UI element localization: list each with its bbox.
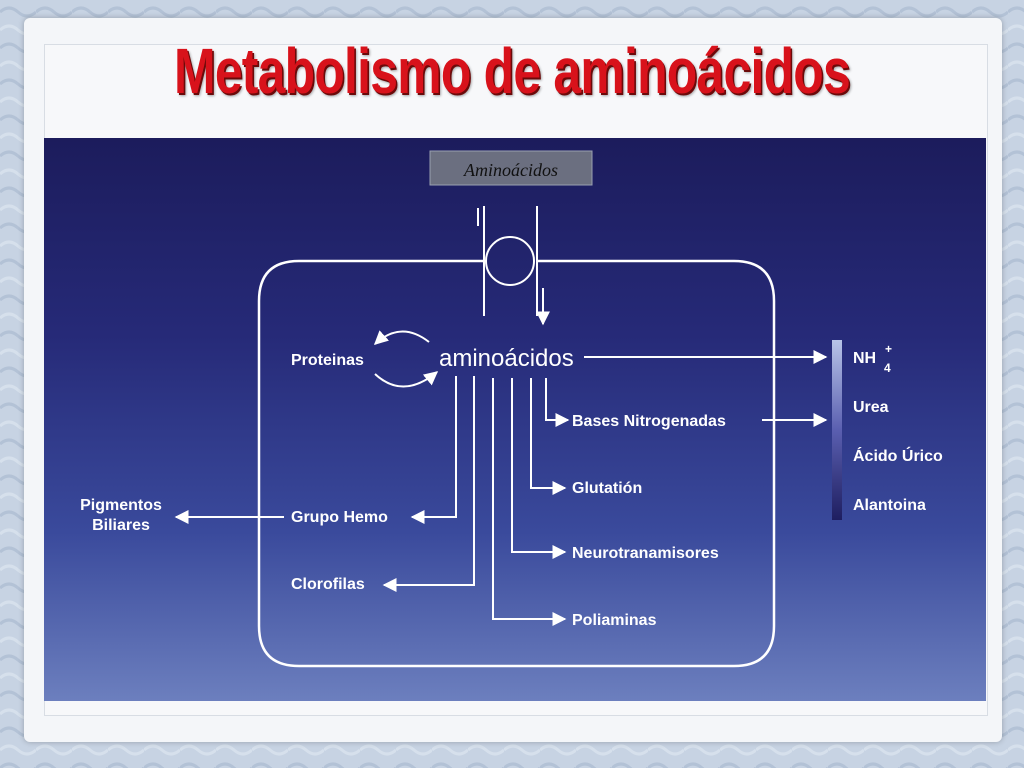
input-tag-box bbox=[429, 150, 593, 186]
arrow-to-bases bbox=[545, 378, 570, 427]
label-bases: Bases Nitrogenadas bbox=[572, 413, 726, 430]
arrow-to-polyamines bbox=[492, 378, 567, 626]
label-pigments-line2: Biliares bbox=[92, 517, 150, 534]
label-ammonium-subscript: 4 bbox=[884, 361, 891, 375]
label-proteins: Proteinas bbox=[291, 352, 364, 369]
label-polyamines: Poliaminas bbox=[572, 612, 657, 629]
label-uric-acid: Ácido Úrico bbox=[853, 446, 943, 465]
label-neuro: Neurotranamisores bbox=[572, 545, 719, 562]
label-ammonium-charge: + bbox=[885, 342, 892, 356]
label-glutathione: Glutatión bbox=[572, 480, 642, 497]
protein-cycle-lower-arrow bbox=[374, 371, 439, 388]
input-tag-label: Aminoácidos bbox=[463, 160, 558, 180]
label-urea: Urea bbox=[853, 399, 889, 416]
amino-acid-metabolism-diagram: Aminoácidos aminoácidos Proteinas Bases … bbox=[80, 150, 943, 668]
arrow-to-hemo bbox=[410, 376, 457, 524]
center-aminoacids: aminoácidos bbox=[439, 345, 574, 372]
label-ammonium: NH bbox=[853, 350, 876, 367]
diagram-panel: Aminoácidos aminoácidos Proteinas Bases … bbox=[44, 138, 986, 701]
label-pigments-line1: Pigmentos bbox=[80, 497, 162, 514]
arrow-to-glutathione bbox=[530, 378, 567, 495]
arrow-to-chlorophyll bbox=[382, 376, 475, 592]
label-chlorophyll: Clorofilas bbox=[291, 576, 365, 593]
label-hemo: Grupo Hemo bbox=[291, 509, 388, 526]
cell-boundary bbox=[257, 259, 776, 668]
label-allantoin: Alantoina bbox=[853, 497, 926, 514]
excretion-gradient-bar bbox=[832, 340, 842, 520]
protein-cycle-upper-arrow bbox=[373, 330, 430, 345]
transporter-circle bbox=[485, 236, 535, 286]
slide-title: Metabolismo de aminoácidos bbox=[174, 35, 851, 107]
arrow-to-neuro bbox=[511, 378, 567, 559]
